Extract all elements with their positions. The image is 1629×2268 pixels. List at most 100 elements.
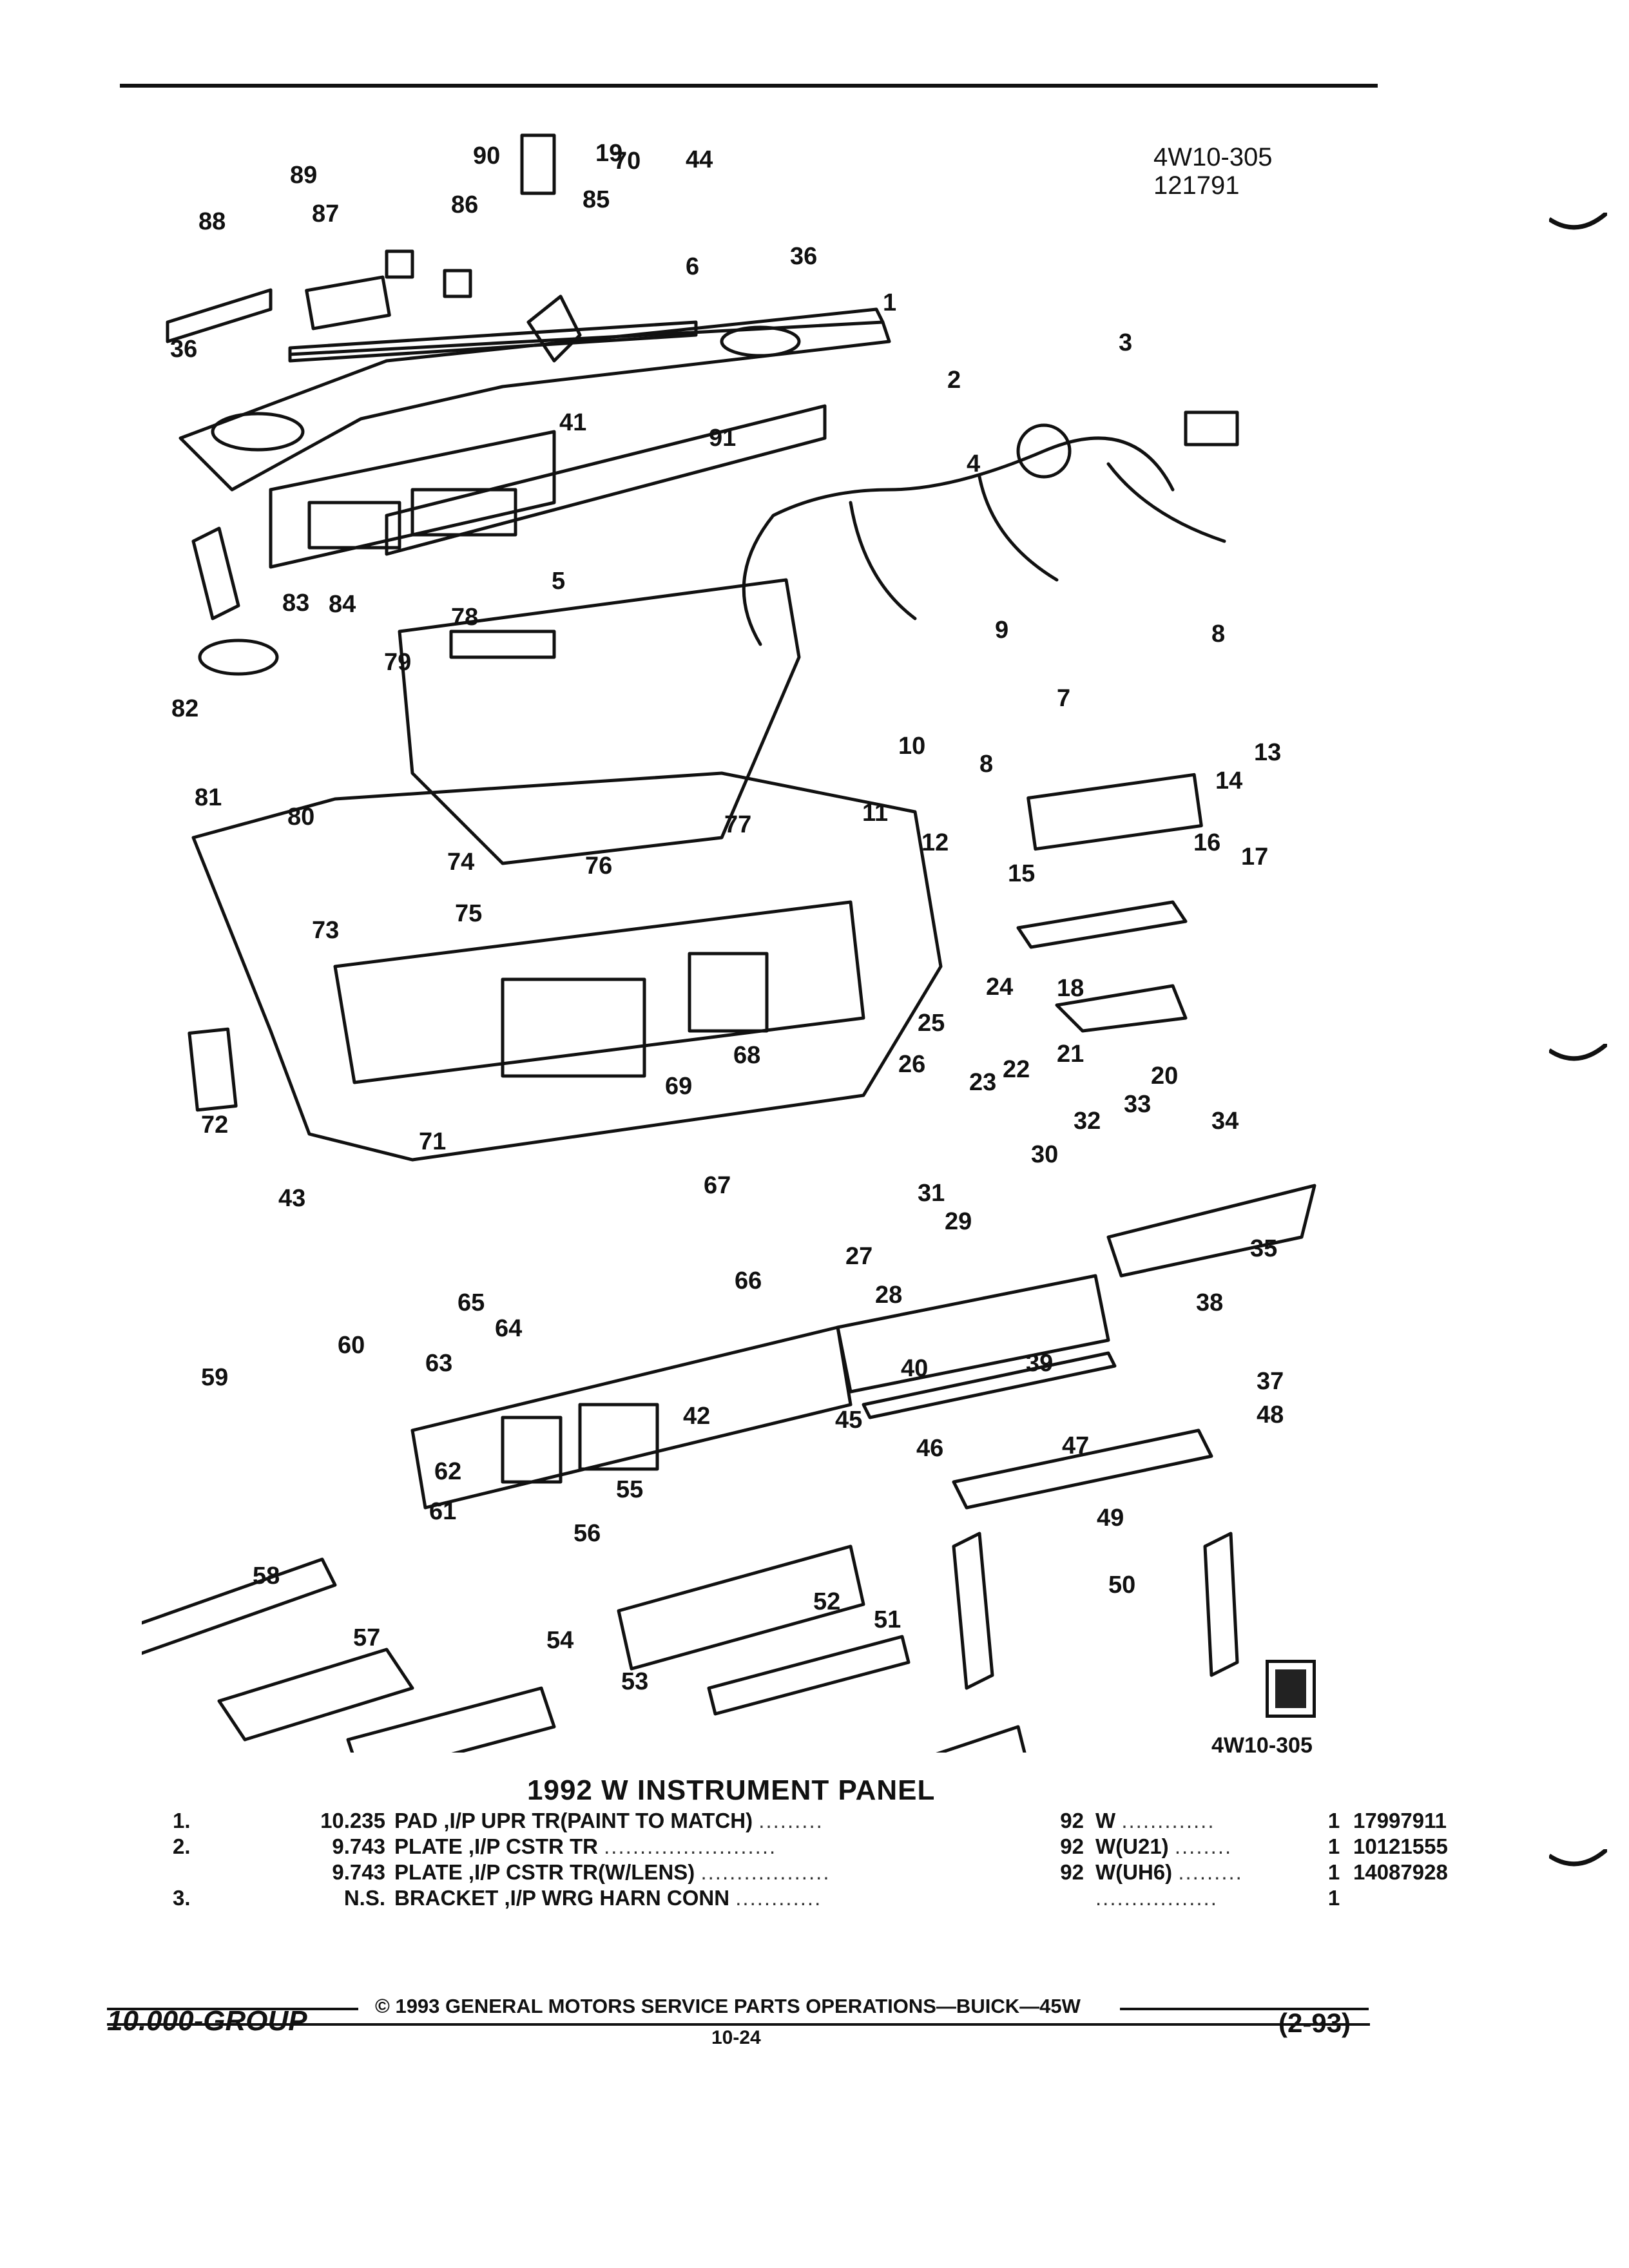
callout-24: 24 <box>986 974 1014 1001</box>
callout-53: 53 <box>621 1668 649 1695</box>
revision-code: 121791 <box>1153 171 1240 200</box>
group-code: N.S. <box>343 1886 385 1910</box>
part-number <box>1353 1885 1508 1911</box>
table-row: 2. 9.743 PLATE ,I/P CSTR TR ............… <box>173 1834 1508 1860</box>
callout-17a: 17 <box>1241 843 1269 870</box>
callout-8b: 8 <box>979 751 994 778</box>
callout-29: 29 <box>945 1208 972 1235</box>
callout-44: 44 <box>686 146 713 173</box>
callout-43: 43 <box>278 1185 306 1212</box>
callout-71: 71 <box>419 1128 447 1155</box>
callout-10: 10 <box>898 733 926 760</box>
callout-37: 37 <box>1257 1368 1284 1395</box>
model-year <box>1045 1885 1095 1911</box>
leader-dots: ............. <box>1121 1809 1215 1832</box>
part-description: BRACKET ,I/P WRG HARN CONN <box>394 1886 730 1910</box>
callout-9: 9 <box>995 617 1009 644</box>
callout-39: 39 <box>1026 1350 1054 1377</box>
model-code: W(UH6) <box>1095 1860 1173 1884</box>
callout-28: 28 <box>875 1282 903 1309</box>
callout-61: 61 <box>429 1498 457 1525</box>
callout-15: 15 <box>1008 860 1036 887</box>
callout-22: 22 <box>1003 1056 1030 1083</box>
callout-60: 60 <box>338 1332 365 1359</box>
part-number: 14087928 <box>1353 1860 1448 1884</box>
quantity: 1 <box>1327 1860 1340 1884</box>
callout-48: 48 <box>1257 1401 1284 1428</box>
footer-rule-bottom <box>107 2023 1370 2026</box>
callout-83: 83 <box>282 590 310 617</box>
callout-87: 87 <box>312 200 340 227</box>
callout-74: 74 <box>447 849 475 876</box>
instrument-panel-carrier-part <box>191 771 943 1162</box>
callout-38: 38 <box>1196 1289 1224 1316</box>
callout-27: 27 <box>845 1243 873 1270</box>
part-description: PAD ,I/P UPR TR(PAINT TO MATCH) <box>394 1809 753 1832</box>
parts-table: 1. 10.235 PAD ,I/P UPR TR(PAINT TO MATCH… <box>173 1808 1508 1911</box>
callout-25: 25 <box>918 1010 945 1037</box>
callout-80: 80 <box>287 803 315 831</box>
group-code: 9.743 <box>332 1834 385 1858</box>
group-label: 10.000-GROUP <box>107 2005 307 2037</box>
margin-mark <box>1549 213 1607 230</box>
callout-20: 20 <box>1151 1062 1179 1090</box>
part-description: PLATE ,I/P CSTR TR <box>394 1834 598 1858</box>
illustration-code: 4W10-305 <box>1153 143 1273 171</box>
callout-75: 75 <box>455 900 483 927</box>
cluster-plate-part <box>385 404 827 556</box>
callout-85: 85 <box>583 186 610 213</box>
callout-52: 52 <box>813 1588 841 1615</box>
callout-19: 19 <box>595 140 623 167</box>
model-year: 92 <box>1060 1834 1084 1858</box>
callout-89: 89 <box>290 162 318 189</box>
top-rule <box>120 84 1378 88</box>
footer-rule-left <box>107 2008 358 2010</box>
callout-30: 30 <box>1031 1141 1059 1168</box>
exploded-parts-illustration <box>142 133 1316 1753</box>
callout-31: 31 <box>918 1180 945 1207</box>
callout-36b: 36 <box>170 336 198 363</box>
callout-82: 82 <box>171 695 199 722</box>
callout-21: 21 <box>1057 1041 1084 1068</box>
margin-mark <box>1549 1044 1607 1061</box>
callout-51: 51 <box>874 1606 901 1633</box>
callout-6: 6 <box>686 253 700 280</box>
callout-40: 40 <box>901 1355 929 1382</box>
callout-14: 14 <box>1215 767 1243 794</box>
table-row: 1. 10.235 PAD ,I/P UPR TR(PAINT TO MATCH… <box>173 1808 1508 1834</box>
group-code: 9.743 <box>332 1860 385 1884</box>
callout-91: 91 <box>709 425 737 452</box>
callout-86: 86 <box>451 191 479 218</box>
callout-13: 13 <box>1254 739 1282 766</box>
footer-rule-right <box>1120 2008 1369 2010</box>
callout-81: 81 <box>195 784 222 811</box>
leader-dots: .................. <box>700 1860 831 1884</box>
cluster-bezel-part <box>269 430 556 569</box>
callout-42: 42 <box>683 1403 711 1430</box>
control-module-part <box>1027 773 1203 851</box>
callout-63: 63 <box>425 1350 453 1377</box>
callout-58: 58 <box>253 1562 280 1590</box>
callout-4: 4 <box>967 450 981 477</box>
margin-mark <box>1549 1849 1607 1867</box>
item-number: 3. <box>173 1886 191 1910</box>
callout-23: 23 <box>969 1069 997 1096</box>
callout-18: 18 <box>1057 975 1084 1002</box>
revision-date: (2-93) <box>1278 2008 1351 2038</box>
callout-36a: 36 <box>790 243 818 270</box>
part-number: 17997911 <box>1353 1809 1447 1832</box>
upper-pad-part <box>178 307 891 492</box>
page-number: 10-24 <box>711 2027 761 2048</box>
callout-68: 68 <box>733 1042 761 1069</box>
callout-26: 26 <box>898 1051 926 1078</box>
callout-64: 64 <box>495 1315 523 1342</box>
callout-65: 65 <box>458 1289 485 1316</box>
item-number: 1. <box>173 1809 191 1832</box>
callout-73: 73 <box>312 917 340 944</box>
part-description: PLATE ,I/P CSTR TR(W/LENS) <box>394 1860 695 1884</box>
model-year: 92 <box>1060 1860 1084 1884</box>
callout-8a: 8 <box>1211 620 1226 648</box>
callout-90: 90 <box>473 142 501 169</box>
callout-11: 11 <box>862 800 889 827</box>
callout-59: 59 <box>201 1364 229 1391</box>
